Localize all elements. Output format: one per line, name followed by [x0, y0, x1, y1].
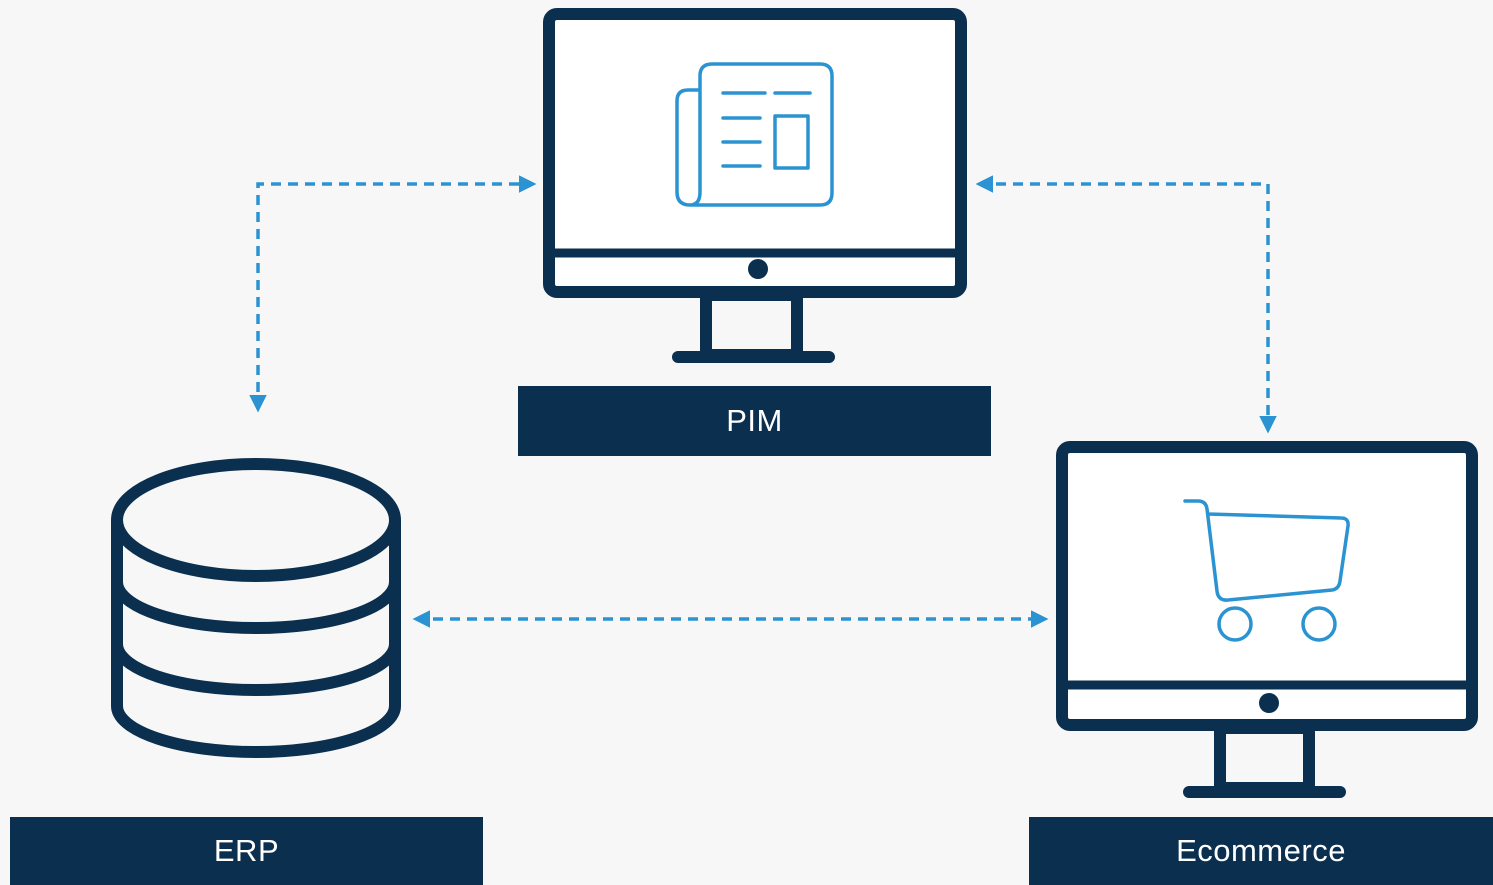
pim-label-text: PIM: [726, 403, 783, 438]
ecommerce-monitor-icon: [1056, 441, 1478, 798]
ecommerce-label: Ecommerce: [1029, 817, 1493, 885]
newspaper-icon: [675, 62, 834, 207]
ecommerce-label-text: Ecommerce: [1176, 833, 1346, 868]
erp-label-text: ERP: [213, 833, 280, 868]
database-icon: [111, 458, 401, 758]
shopping-cart-icon: [1183, 499, 1350, 642]
pim-power-dot: [748, 259, 768, 279]
connector-erp-pim: [249, 175, 537, 413]
pim-monitor-icon: [543, 8, 967, 363]
pim-label: PIM: [518, 386, 991, 456]
erp-label: ERP: [10, 817, 483, 885]
connector-pim-ecommerce: [975, 175, 1277, 434]
ecommerce-power-dot: [1259, 693, 1279, 713]
